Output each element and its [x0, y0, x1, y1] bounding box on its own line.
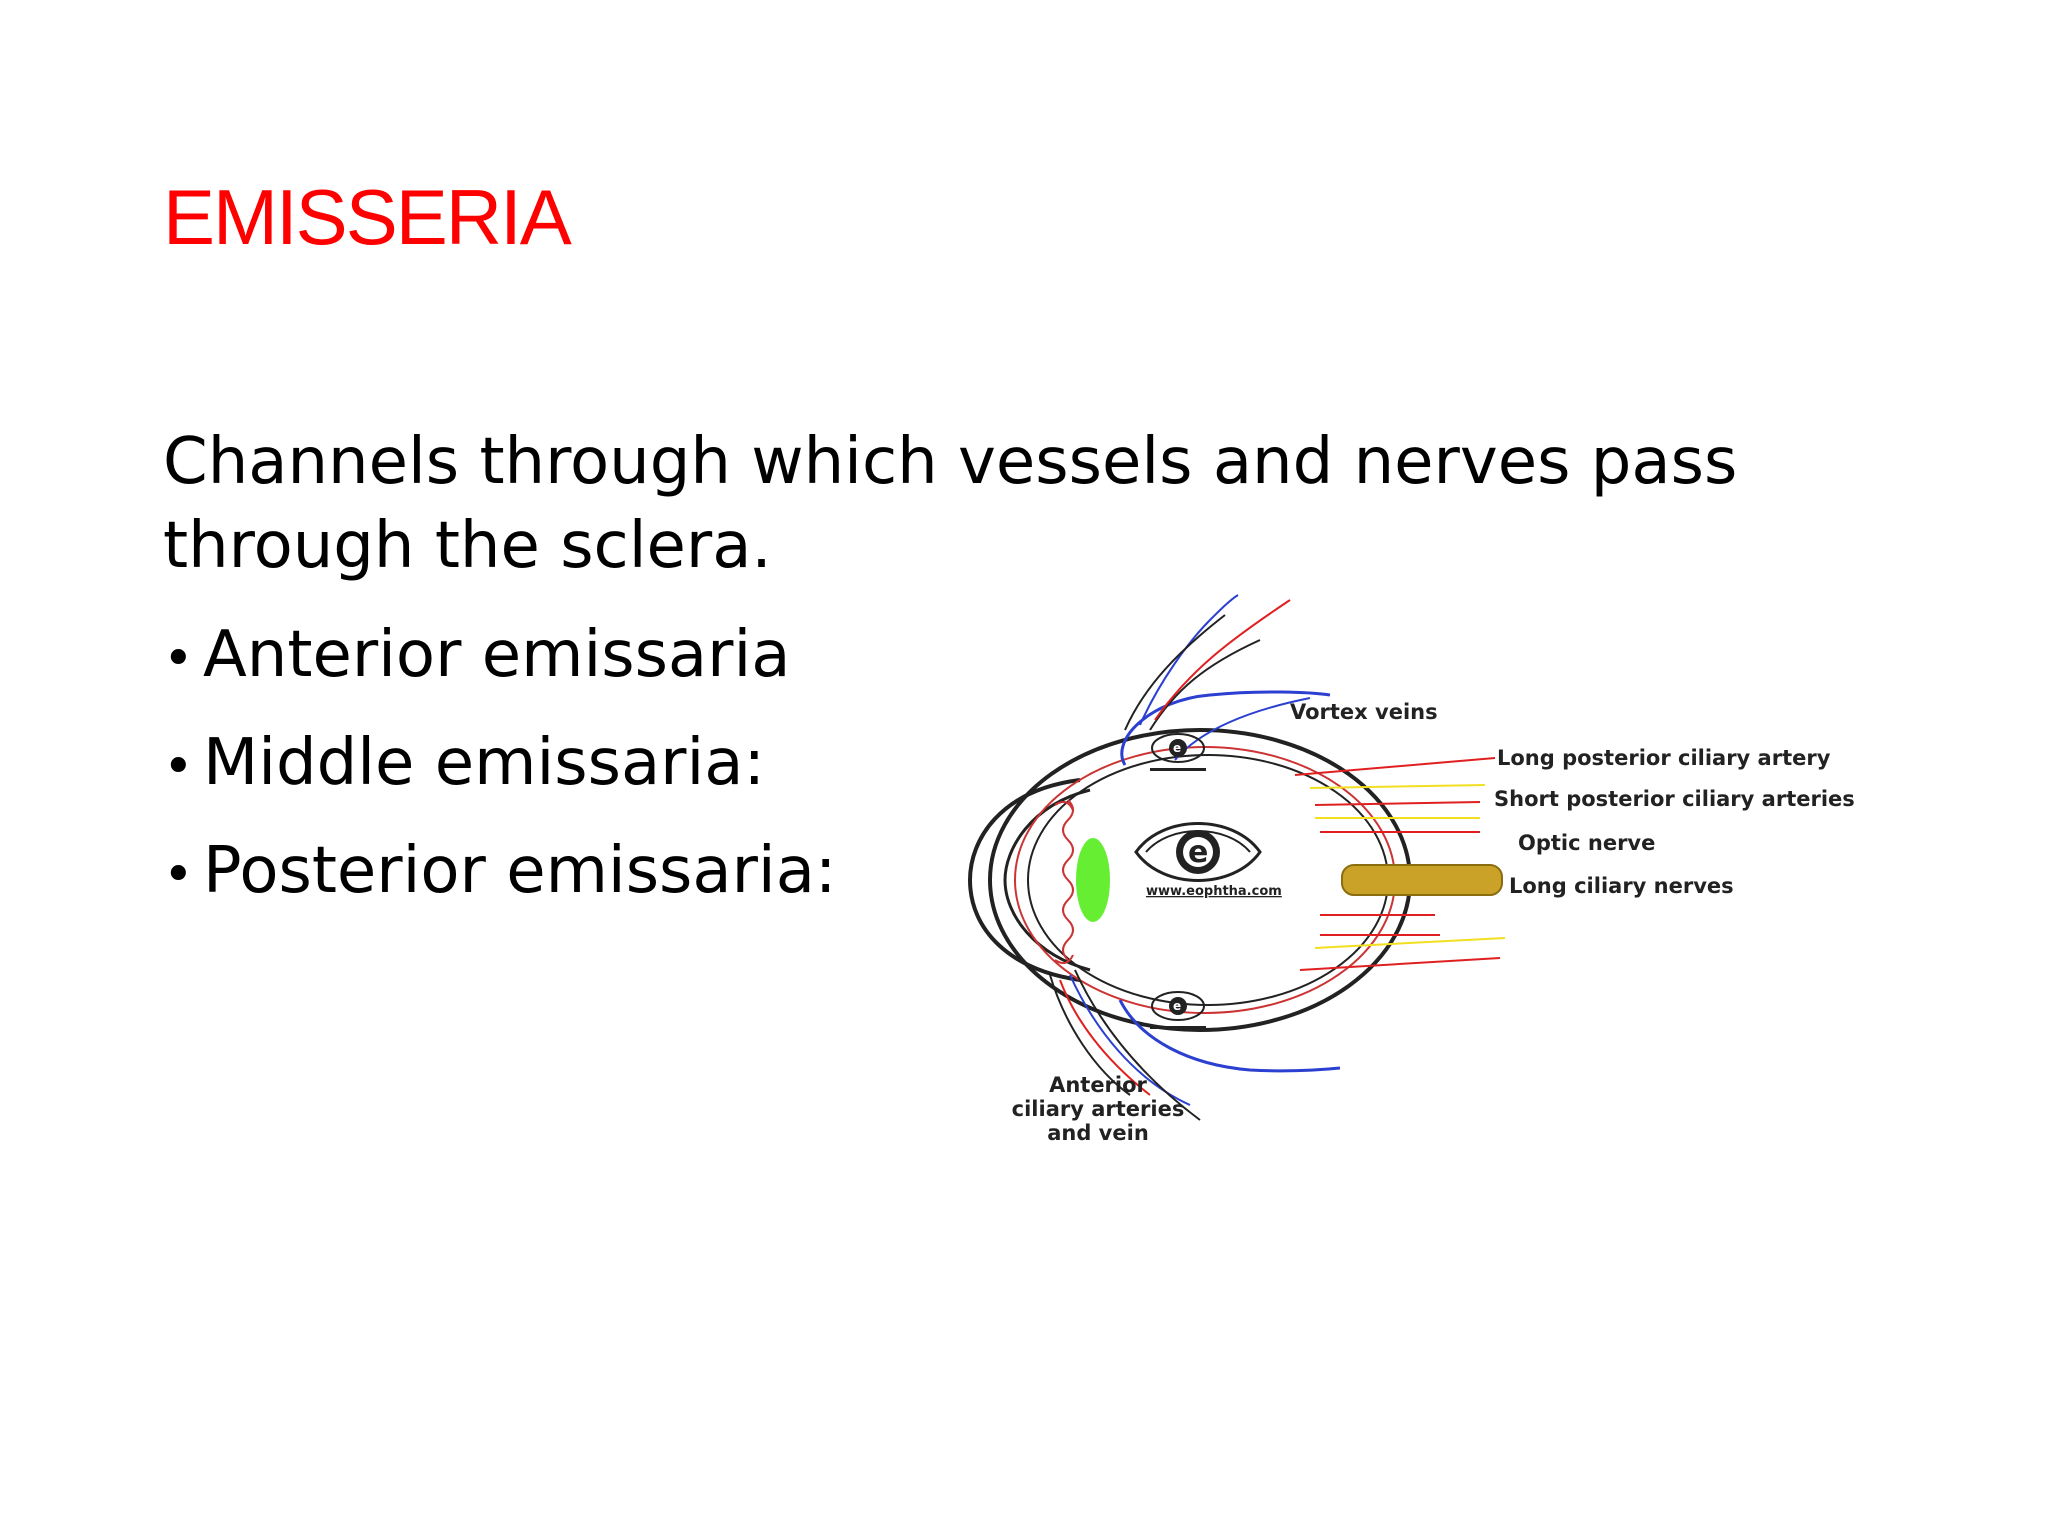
optic-nerve — [1341, 864, 1503, 896]
bullet-icon: • — [163, 737, 194, 797]
svg-text:e: e — [1173, 741, 1181, 755]
bullet-item: •Posterior emissaria: — [163, 826, 836, 934]
slide-title: EMISSERIA — [163, 173, 572, 261]
bullet-item: •Anterior emissaria — [163, 610, 836, 718]
label-long-ciliary-nerves: Long ciliary nerves — [1509, 874, 1734, 898]
eophtha-logo-bottom: e — [1150, 991, 1206, 1029]
label-optic-nerve: Optic nerve — [1518, 831, 1655, 855]
vortex-vein-bottom — [1118, 999, 1341, 1073]
label-anterior-line3: and vein — [1047, 1121, 1149, 1145]
anterior-ciliary-vessels — [1059, 979, 1151, 1096]
lens — [1076, 838, 1110, 922]
bullet-list: •Anterior emissaria •Middle emissaria: •… — [163, 610, 836, 934]
label-short-posterior-ciliary-arteries: Short posterior ciliary arteries — [1494, 787, 1855, 811]
label-long-posterior-ciliary-artery: Long posterior ciliary artery — [1497, 746, 1831, 770]
bullet-text: Posterior emissaria: — [203, 834, 837, 908]
label-vortex-veins: Vortex veins — [1290, 700, 1438, 724]
label-anterior-line1: Anterior — [1049, 1073, 1147, 1097]
bullet-icon: • — [163, 845, 194, 905]
vortex-vein-top — [1120, 690, 1331, 766]
bullet-text: Anterior emissaria — [203, 618, 791, 692]
label-anterior-line2: ciliary arteries — [1012, 1097, 1185, 1121]
bullet-text: Middle emissaria: — [203, 726, 766, 800]
eye-diagram-svg: e e e www.eophtha.com Vortex veins Long … — [967, 594, 1855, 1145]
eophtha-logo-center: e — [1134, 822, 1262, 882]
bullet-item: •Middle emissaria: — [163, 718, 836, 826]
eophtha-logo-top: e — [1150, 733, 1206, 771]
ciliary-body — [1062, 799, 1074, 961]
svg-text:e: e — [1173, 999, 1181, 1013]
bullet-icon: • — [163, 629, 194, 689]
eye-emissaria-diagram: e e e www.eophtha.com Vortex veins Long … — [960, 580, 1920, 1160]
watermark-url: www.eophtha.com — [1146, 884, 1282, 899]
logo-letter: e — [1188, 835, 1208, 870]
slide-body-text: Channels through which vessels and nerve… — [163, 425, 1738, 583]
